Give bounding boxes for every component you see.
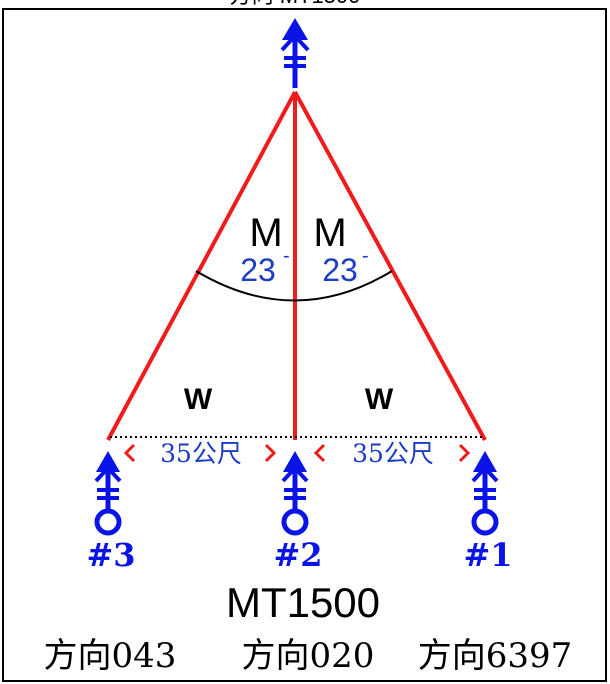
angle-right-value: 23 [322, 252, 358, 288]
spacing-left-label: 35公尺 [160, 439, 242, 468]
bearing-center: 方向020 [242, 636, 375, 676]
spacing-left: 35公尺 [123, 439, 277, 468]
firing-lines [106, 91, 487, 441]
bearing-right: 方向6397 [418, 636, 573, 676]
position-label-3: #3 [86, 536, 135, 574]
bearing-left: 方向043 [44, 636, 177, 676]
width-label-right: W [365, 383, 394, 416]
left-firing-line [106, 91, 297, 441]
spacing-left-arrow-end-icon [264, 443, 277, 463]
width-label-left: W [184, 383, 213, 416]
position-marker-3-icon [94, 451, 122, 536]
angle-left-letter: M [249, 211, 282, 255]
spacing-left-arrow-start-icon [123, 443, 136, 463]
angle-left-value: 23 [240, 252, 276, 288]
position-marker-1-icon [471, 451, 499, 536]
position-label-1: #1 [463, 536, 512, 574]
diagram-border [2, 8, 607, 682]
right-firing-line [293, 91, 487, 441]
position-marker-2-icon [281, 451, 309, 536]
bottom-title: MT1500 [226, 579, 380, 626]
angle-right-mark: - [362, 245, 369, 267]
angle-right-letter: M [313, 211, 346, 255]
angle-arc [195, 270, 393, 302]
top-label-partial: 方向 MT1500 [230, 0, 361, 8]
spacing-right: 35公尺 [313, 439, 471, 468]
spacing-right-arrow-start-icon [313, 443, 326, 463]
spacing-right-label: 35公尺 [352, 439, 434, 468]
angle-left-mark: - [283, 245, 290, 267]
spacing-right-arrow-end-icon [458, 443, 471, 463]
apex-aiming-arrow-icon [280, 18, 310, 88]
position-label-2: #2 [273, 536, 322, 574]
